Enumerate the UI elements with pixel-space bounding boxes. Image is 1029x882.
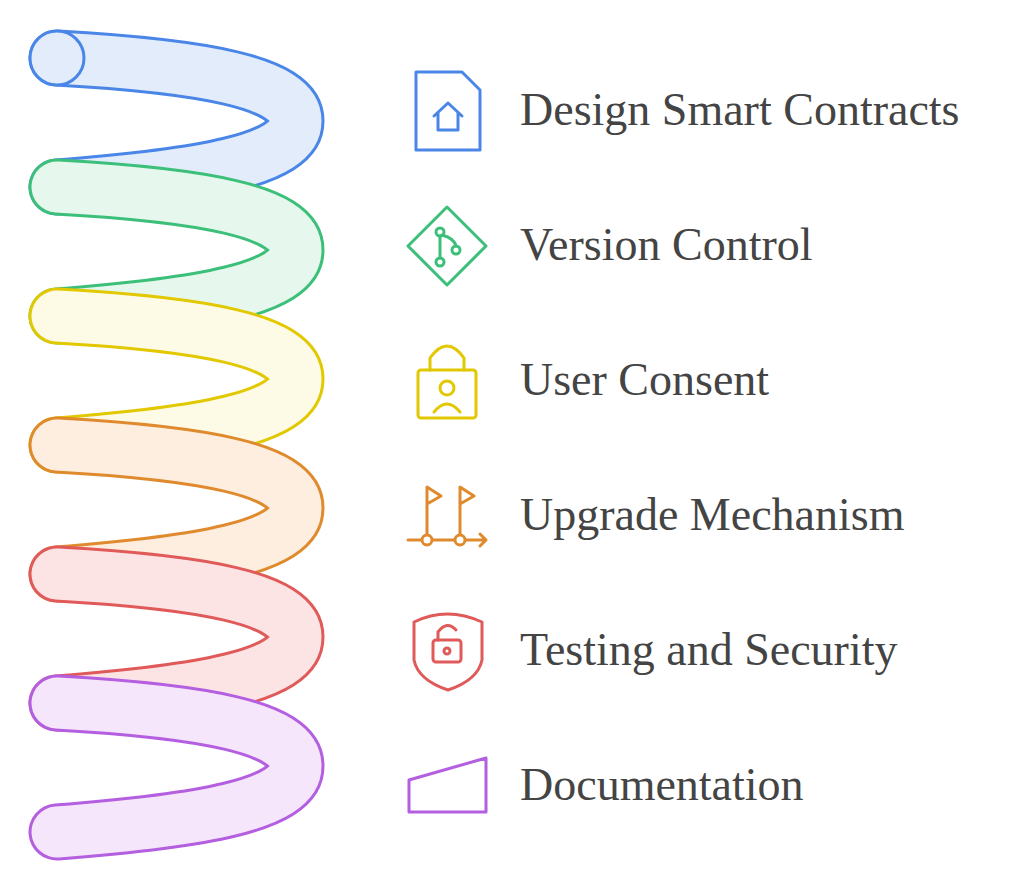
flags-icon <box>408 487 486 546</box>
step-label: Documentation <box>520 760 804 811</box>
step-label: Upgrade Mechanism <box>520 490 905 541</box>
document-icon <box>416 72 480 150</box>
coil-turn-outline <box>57 703 296 832</box>
spiral-coil <box>30 31 296 832</box>
document-shape-icon <box>409 758 486 812</box>
lock-icon <box>418 346 476 418</box>
shield-icon <box>414 614 482 690</box>
step-label: Design Smart Contracts <box>520 85 960 136</box>
coil-end <box>30 31 84 85</box>
coil-turn <box>57 703 296 832</box>
step-label: User Consent <box>520 355 769 406</box>
git-icon <box>408 207 486 285</box>
step-label: Testing and Security <box>520 625 897 676</box>
step-label: Version Control <box>520 220 813 271</box>
